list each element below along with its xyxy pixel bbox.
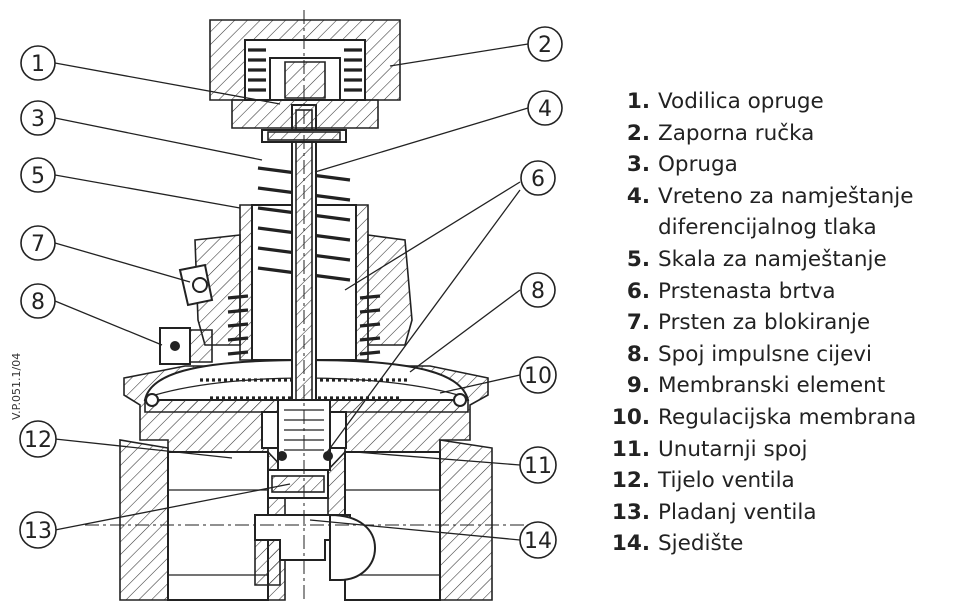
svg-text:4: 4 bbox=[538, 97, 552, 122]
valve-cross-section: V.P.051.1/04 1 2 3 4 5 6 bbox=[10, 10, 563, 601]
svg-text:3: 3 bbox=[31, 107, 45, 132]
legend-item-2: 2.Zaporna ručka bbox=[626, 120, 815, 146]
leader-lines bbox=[54, 43, 529, 541]
svg-text:8: 8 bbox=[31, 290, 45, 315]
callout-2: 2 bbox=[527, 26, 563, 62]
legend-item-3: 3.Opruga bbox=[626, 152, 738, 178]
svg-text:6: 6 bbox=[531, 167, 545, 192]
legend-item-10: 10.Regulacijska membrana bbox=[611, 404, 917, 430]
callout-11: 11 bbox=[519, 446, 557, 484]
svg-text:13: 13 bbox=[24, 519, 52, 544]
svg-text:7: 7 bbox=[31, 232, 45, 257]
callout-6: 6 bbox=[520, 160, 556, 196]
legend-item-8: 8.Spoj impulsne cijevi bbox=[626, 341, 873, 367]
callout-13: 13 bbox=[19, 511, 57, 549]
legend-item-9: 9.Membranski element bbox=[626, 373, 886, 399]
callout-8-right: 8 bbox=[520, 272, 556, 308]
legend-item-4: 4.Vreteno za namještanje diferencijalnog… bbox=[626, 183, 914, 241]
svg-text:11: 11 bbox=[524, 454, 552, 479]
callout-5: 5 bbox=[20, 157, 56, 193]
valve-seat bbox=[254, 513, 377, 586]
svg-text:8: 8 bbox=[531, 279, 545, 304]
svg-text:2: 2 bbox=[538, 33, 552, 58]
figure-code: V.P.051.1/04 bbox=[10, 353, 23, 420]
legend-item-12: 12.Tijelo ventila bbox=[611, 468, 795, 494]
legend-item-7: 7.Prsten za blokiranje bbox=[626, 310, 871, 336]
upper-housing bbox=[159, 204, 413, 365]
svg-text:5: 5 bbox=[31, 164, 45, 189]
valve-plate bbox=[267, 469, 329, 499]
svg-text:14: 14 bbox=[524, 529, 552, 554]
parts-legend: 1.Vodilica opruge 2.Zaporna ručka 3.Opru… bbox=[598, 86, 916, 560]
svg-text:10: 10 bbox=[524, 364, 552, 389]
legend-item-13: 13.Pladanj ventila bbox=[611, 499, 817, 525]
legend-item-11: 11.Unutarnji spoj bbox=[611, 436, 808, 462]
callout-12: 12 bbox=[19, 420, 57, 458]
legend-item-6: 6.Prstenasta brtva bbox=[626, 278, 836, 304]
callout-10: 10 bbox=[519, 356, 557, 394]
legend-item-1: 1.Vodilica opruge bbox=[626, 89, 824, 114]
svg-text:12: 12 bbox=[24, 428, 52, 453]
callout-1: 1 bbox=[20, 45, 56, 81]
callout-8-left: 8 bbox=[20, 283, 56, 319]
legend-item-14: 14.Sjedište bbox=[611, 531, 744, 557]
legend-item-5: 5.Skala za namještanje bbox=[626, 246, 887, 272]
shut-off-handle bbox=[209, 19, 401, 129]
callout-7: 7 bbox=[20, 225, 56, 261]
svg-text:1: 1 bbox=[31, 52, 45, 77]
callout-4: 4 bbox=[527, 90, 563, 126]
callout-14: 14 bbox=[519, 521, 557, 559]
callout-3: 3 bbox=[20, 100, 56, 136]
